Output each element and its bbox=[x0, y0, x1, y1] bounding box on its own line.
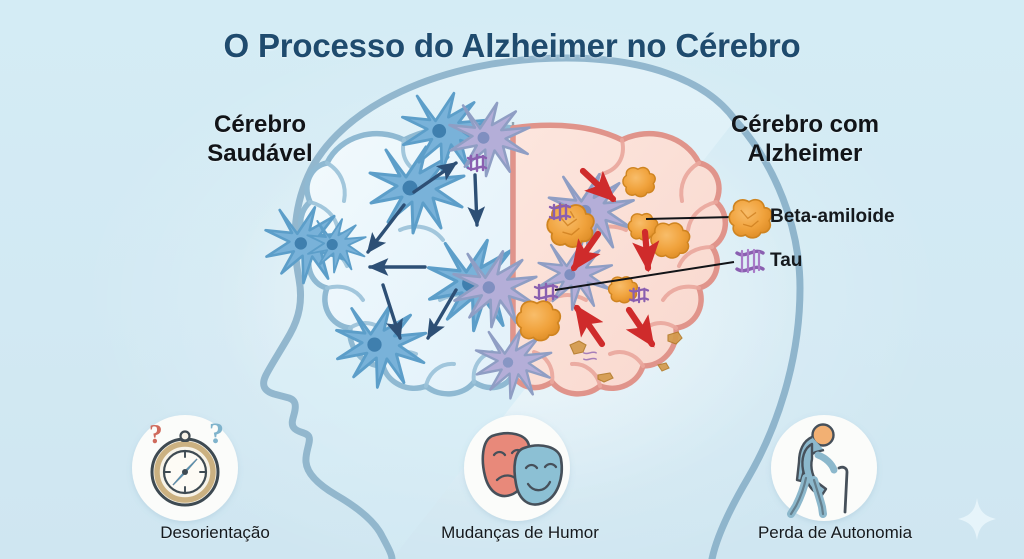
legend-label-tau: Tau bbox=[770, 250, 803, 271]
legend-label-amyloid: Beta-amiloide bbox=[770, 206, 895, 227]
healthy-signal-arrows bbox=[366, 161, 486, 340]
label-alzheimer-line1: Cérebro com bbox=[730, 111, 880, 138]
svg-text:?: ? bbox=[209, 417, 224, 450]
label-healthy-line1: Cérebro bbox=[213, 111, 307, 138]
sparkle-icon bbox=[958, 498, 996, 540]
symptom-icon-desorientacao: ? ? bbox=[132, 415, 238, 521]
label-healthy-line2: Saudável bbox=[207, 140, 313, 168]
symptom-label-perda-autonomia: Perda de Autonomia bbox=[757, 523, 913, 542]
elderly-with-cane-icon bbox=[787, 423, 849, 518]
legend-leader-lines bbox=[554, 216, 735, 291]
svg-text:?: ? bbox=[149, 419, 163, 449]
symptom-icon-perda-autonomia bbox=[771, 415, 877, 521]
tau-tangle-icon bbox=[735, 248, 765, 274]
tau-tangles bbox=[466, 153, 650, 361]
symptom-label-desorientacao: Desorientação bbox=[160, 523, 270, 542]
symptom-icon-mudancas-humor bbox=[464, 415, 570, 521]
symptom-label-mudancas-humor: Mudanças de Humor bbox=[441, 523, 599, 542]
page-title: O Processo do Alzheimer no Cérebro bbox=[223, 27, 801, 64]
label-alzheimer-line2: Alzheimer bbox=[747, 140, 863, 168]
compass-icon: ? ? bbox=[149, 417, 224, 507]
amyloid-plaques bbox=[515, 166, 691, 383]
theater-masks-icon bbox=[481, 432, 564, 506]
label-healthy-brain: Cérebro Saudável bbox=[150, 110, 370, 169]
label-alzheimer-brain: Cérebro com Alzheimer bbox=[690, 110, 920, 169]
alzheimer-damage-arrows bbox=[570, 167, 660, 348]
amyloid-plaque-icon bbox=[728, 198, 773, 239]
